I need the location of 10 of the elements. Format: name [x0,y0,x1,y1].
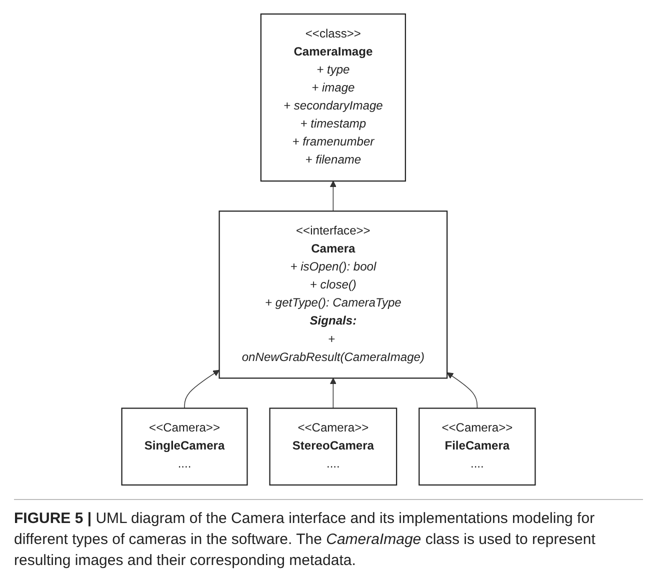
node-box: <<Camera>> FileCamera .... [418,408,536,486]
arrow [330,378,336,409]
figure-caption: FIGURE 5 | UML diagram of the Camera interface and its implementations modeling for different types of cameras in the software. The CameraImage class is used to represent resulting images and their corresponding metadata. [14,499,643,571]
node-box: <<interface>> Camera + isOpen(): bool + close() + getType(): CameraType Signals: + onNewGrabResult(CameraImage) [218,210,448,379]
node-box: <<Camera>> SingleCamera .... [121,408,248,486]
arrow [184,370,220,409]
node-box: <<Camera>> StereoCamera .... [269,408,398,486]
node-box: <<class>> CameraImage + type + image + secondaryImage + timestamp + framenumber + filename [260,13,406,182]
arrow [330,180,336,212]
arrow [446,372,478,409]
